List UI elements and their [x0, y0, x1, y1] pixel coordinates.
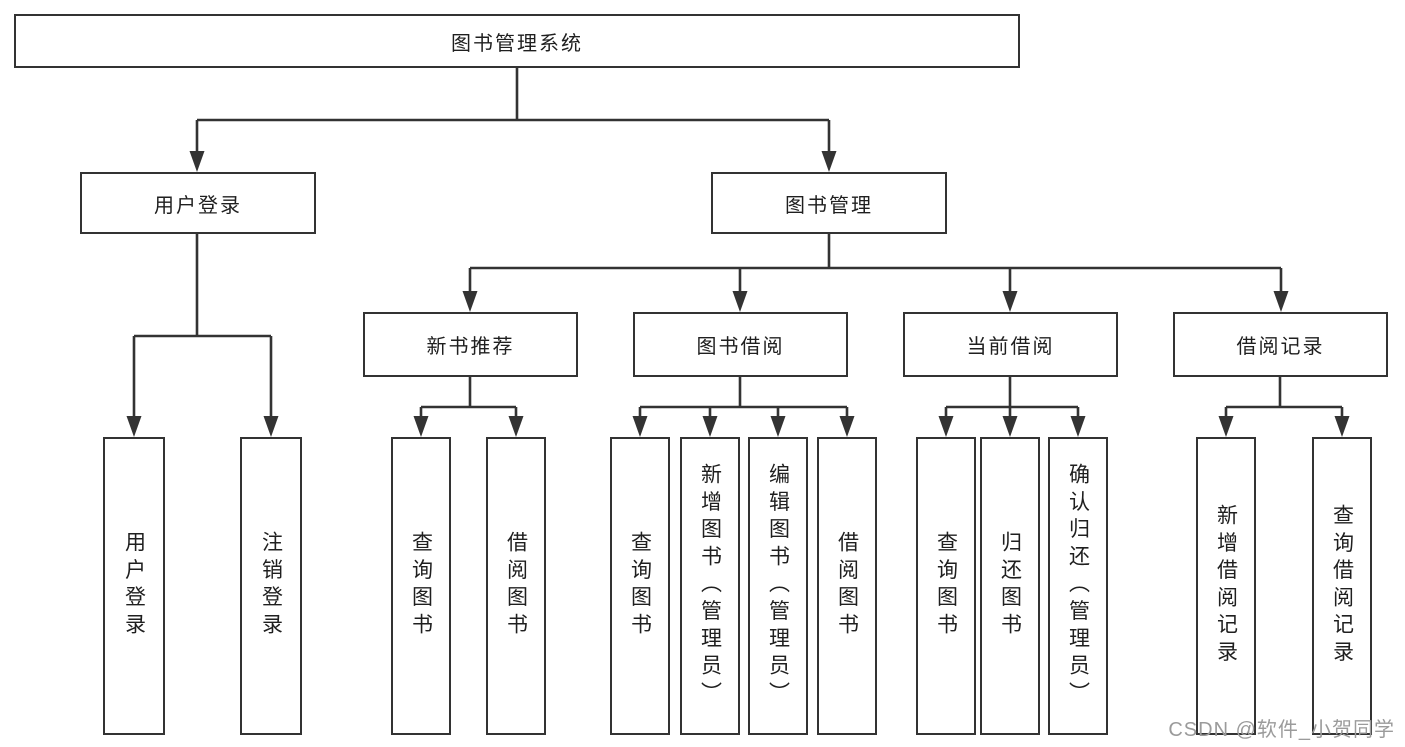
leaf-recommend-query-books-label: 查询图书	[409, 531, 433, 641]
leaf-edit-books-admin-label: 编辑图书（管理员）	[766, 463, 790, 709]
node-user-login: 用户登录	[80, 172, 316, 234]
node-book-management-label: 图书管理	[785, 194, 873, 217]
leaf-return-books-label: 归还图书	[998, 531, 1022, 641]
leaf-borrow-query-books-label: 查询图书	[628, 531, 652, 641]
csdn-watermark: CSDN @软件_小贺同学	[1168, 719, 1395, 741]
leaf-borrow-query-books: 查询图书	[610, 437, 670, 735]
leaf-borrow-books-label: 借阅图书	[835, 531, 859, 641]
leaf-current-query-books: 查询图书	[916, 437, 976, 735]
leaf-borrow-books: 借阅图书	[817, 437, 877, 735]
leaf-current-query-books-label: 查询图书	[934, 531, 958, 641]
leaf-confirm-return-admin-label: 确认归还（管理员）	[1066, 463, 1090, 709]
node-root-system: 图书管理系统	[14, 14, 1020, 68]
leaf-recommend-borrow-books-label: 借阅图书	[504, 531, 528, 641]
node-borrow-records: 借阅记录	[1173, 312, 1388, 377]
node-new-book-recommend-label: 新书推荐	[426, 336, 515, 358]
leaf-query-borrow-record: 查询借阅记录	[1312, 437, 1372, 735]
node-new-book-recommend: 新书推荐	[363, 312, 578, 377]
leaf-user-login-label: 用户登录	[122, 531, 146, 641]
node-book-borrow-label: 图书借阅	[696, 336, 785, 358]
tree-edges	[132, 68, 1344, 418]
leaf-return-books: 归还图书	[980, 437, 1040, 735]
node-borrow-records-label: 借阅记录	[1236, 336, 1325, 358]
leaf-add-borrow-record-label: 新增借阅记录	[1214, 504, 1238, 668]
leaf-user-login: 用户登录	[103, 437, 165, 735]
node-book-borrow: 图书借阅	[633, 312, 848, 377]
node-current-borrow-label: 当前借阅	[966, 336, 1055, 358]
node-current-borrow: 当前借阅	[903, 312, 1118, 377]
leaf-add-books-admin-label: 新增图书（管理员）	[698, 463, 722, 709]
leaf-logout: 注销登录	[240, 437, 302, 735]
leaf-add-books-admin: 新增图书（管理员）	[680, 437, 740, 735]
leaf-recommend-borrow-books: 借阅图书	[486, 437, 546, 735]
leaf-query-borrow-record-label: 查询借阅记录	[1330, 504, 1354, 668]
arrowheads	[126, 151, 1350, 437]
node-user-login-label: 用户登录	[154, 194, 242, 217]
leaf-recommend-query-books: 查询图书	[391, 437, 451, 735]
node-book-management: 图书管理	[711, 172, 947, 234]
leaf-confirm-return-admin: 确认归还（管理员）	[1048, 437, 1108, 735]
leaf-add-borrow-record: 新增借阅记录	[1196, 437, 1256, 735]
leaf-logout-label: 注销登录	[259, 531, 283, 641]
leaf-edit-books-admin: 编辑图书（管理员）	[748, 437, 808, 735]
node-root-label: 图书管理系统	[451, 32, 583, 55]
